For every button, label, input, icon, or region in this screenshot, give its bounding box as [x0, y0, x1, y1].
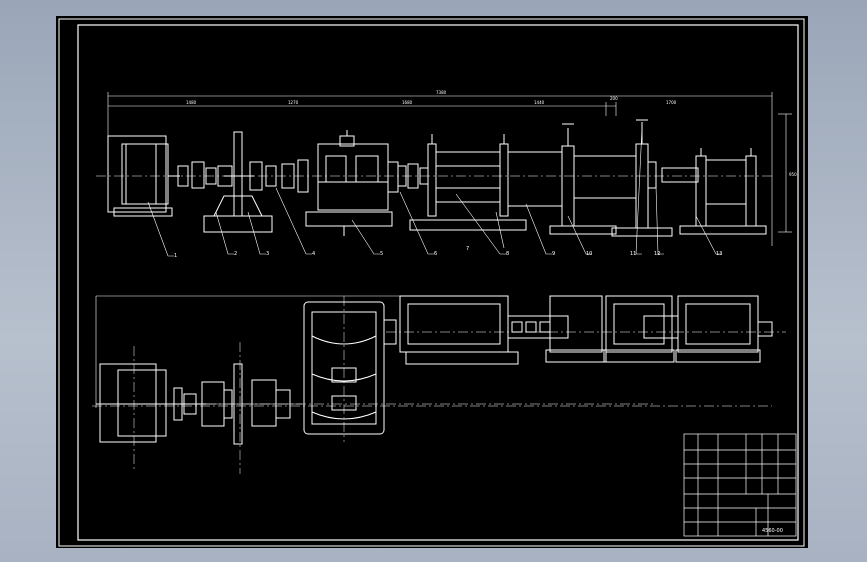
part-label-1: 1 — [174, 253, 177, 259]
outer-border — [58, 18, 805, 547]
svg-text:1700: 1700 — [666, 100, 677, 105]
part-label-6: 6 — [434, 251, 437, 257]
part-label-13: 13 — [716, 251, 722, 257]
part-label-5: 5 — [380, 251, 383, 257]
part-label-7: 7 — [466, 246, 469, 252]
part-label-4: 4 — [312, 251, 315, 257]
title-block — [683, 433, 797, 537]
svg-text:1680: 1680 — [402, 100, 413, 105]
drawing-code: 4560-00 — [762, 528, 783, 534]
inner-border — [77, 24, 799, 541]
elevation-view: 7380 1480 1270 1680 1440 1700 200 950 — [96, 90, 797, 246]
drawing-sheet: 7380 1480 1270 1680 1440 1700 200 950 — [58, 18, 805, 547]
plan-view — [92, 295, 786, 474]
part-label-9: 9 — [552, 251, 555, 257]
svg-text:200: 200 — [610, 96, 618, 101]
part-label-12: 12 — [654, 251, 660, 257]
cad-drawing-viewport[interactable]: 7380 1480 1270 1680 1440 1700 200 950 — [56, 16, 808, 548]
part-label-11: 11 — [630, 251, 636, 257]
svg-text:950: 950 — [789, 172, 797, 177]
svg-text:7380: 7380 — [436, 90, 447, 95]
part-label-2: 2 — [234, 251, 237, 257]
leader-lines — [147, 127, 722, 257]
part-label-3: 3 — [266, 251, 269, 257]
part-label-10: 10 — [586, 251, 592, 257]
svg-text:1440: 1440 — [534, 100, 545, 105]
svg-text:1270: 1270 — [288, 100, 299, 105]
svg-text:1480: 1480 — [186, 100, 197, 105]
part-label-8: 8 — [506, 251, 509, 257]
part-number-labels: 1 2 3 4 5 6 7 8 9 10 11 12 13 — [174, 246, 722, 259]
